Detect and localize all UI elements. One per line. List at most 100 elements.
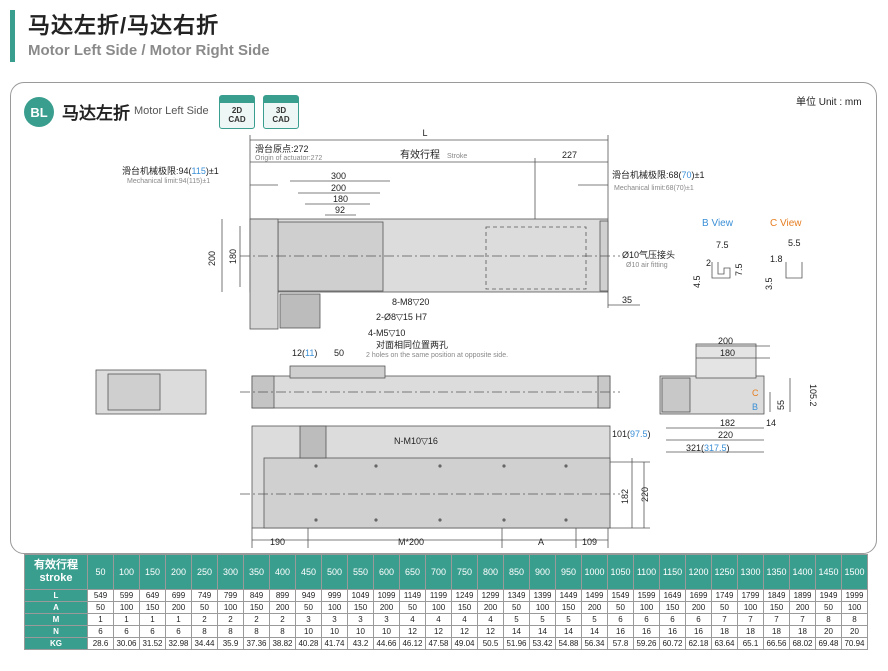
spec-cell: 7 <box>763 613 790 626</box>
spec-cell: 70.94 <box>841 637 868 650</box>
dim-e321a: 321( <box>686 443 704 453</box>
cad-3d-label: 3D <box>275 106 287 115</box>
stroke-cell: 800 <box>477 554 504 590</box>
dim-e101c: ) <box>648 429 651 439</box>
spec-header-en: stroke <box>39 572 73 584</box>
stroke-cell: 50 <box>87 554 114 590</box>
dim-f182: 182 <box>620 489 630 504</box>
stroke-cell: 450 <box>295 554 322 590</box>
spec-cell: 49.04 <box>451 637 478 650</box>
spec-row-label: M <box>24 613 88 626</box>
spec-cell: 150 <box>555 601 582 614</box>
spec-cell: 57.8 <box>607 637 634 650</box>
spec-cell: 1449 <box>555 589 582 602</box>
stroke-cell: 1100 <box>633 554 660 590</box>
spec-cell: 150 <box>451 601 478 614</box>
spec-cell: 14 <box>581 625 608 638</box>
mounting-holes <box>314 464 568 522</box>
air-fitting-en: Ø10 air fitting <box>626 262 668 269</box>
dim-f220: 220 <box>640 487 650 502</box>
dim-35: 35 <box>622 295 632 305</box>
spec-cell: 1499 <box>581 589 608 602</box>
c-view-label: C View <box>770 218 802 229</box>
spec-cell: 1 <box>139 613 166 626</box>
spec-cell: 6 <box>633 613 660 626</box>
dim-12c: ) <box>314 348 317 358</box>
spec-cell: 599 <box>113 589 140 602</box>
dim-e321b: 317.5 <box>704 443 727 453</box>
spec-cell: 16 <box>659 625 686 638</box>
spec-cell: 899 <box>269 589 296 602</box>
dim-227: 227 <box>562 150 577 160</box>
stroke-cell: 1500 <box>841 554 868 590</box>
dim-92: 92 <box>335 205 345 215</box>
b-view-label: B View <box>702 218 734 229</box>
spec-cell: 4 <box>451 613 478 626</box>
spec-cell: 150 <box>347 601 374 614</box>
spec-cell: 150 <box>659 601 686 614</box>
spec-cell: 50 <box>87 601 114 614</box>
stroke-cell: 1150 <box>659 554 686 590</box>
spec-cell: 1099 <box>373 589 400 602</box>
slide-end-outline <box>485 226 587 290</box>
technical-drawing: L 滑台原点:272 Origin of actuator:272 有效行程 S… <box>95 128 818 548</box>
spec-cell: 1399 <box>529 589 556 602</box>
spec-cell: 799 <box>217 589 244 602</box>
spec-cell: 60.72 <box>659 637 686 650</box>
stroke-cell: 1400 <box>789 554 816 590</box>
spec-cell: 54.88 <box>555 637 582 650</box>
spec-cell: 200 <box>685 601 712 614</box>
spec-cell: 549 <box>87 589 114 602</box>
dim-200: 200 <box>331 183 346 193</box>
spec-cell: 28.6 <box>87 637 114 650</box>
spec-cell: 100 <box>113 601 140 614</box>
spec-cell: 68.02 <box>789 637 816 650</box>
spec-cell: 37.36 <box>243 637 270 650</box>
spec-cell: 18 <box>711 625 738 638</box>
spec-cell: 16 <box>607 625 634 638</box>
stroke-cell: 1000 <box>581 554 608 590</box>
dim-c35: 3.5 <box>764 277 774 290</box>
spec-cell: 14 <box>529 625 556 638</box>
mech-left-en: Mechanical limit:94(115)±1 <box>127 178 210 185</box>
dim-50: 50 <box>334 348 344 358</box>
stroke-cell: 650 <box>399 554 426 590</box>
spec-cell: 5 <box>555 613 582 626</box>
spec-cell: 6 <box>607 613 634 626</box>
spec-cell: 2 <box>217 613 244 626</box>
stroke-cell: 100 <box>113 554 140 590</box>
stroke-cell: 1450 <box>815 554 842 590</box>
dim-300: 300 <box>331 171 346 181</box>
spec-row-label: L <box>24 589 88 602</box>
dim-f190: 190 <box>270 537 285 547</box>
spec-cell: 46.12 <box>399 637 426 650</box>
stroke-cell: 150 <box>139 554 166 590</box>
spec-cell: 50 <box>295 601 322 614</box>
stroke-cell: 700 <box>425 554 452 590</box>
stroke-cell: 500 <box>321 554 348 590</box>
spec-cell: 43.2 <box>347 637 374 650</box>
label-c: C <box>752 388 759 398</box>
model-badge: BL <box>24 97 54 127</box>
spec-cell: 849 <box>243 589 270 602</box>
spec-cell: 7 <box>737 613 764 626</box>
spec-cell: 40.28 <box>295 637 322 650</box>
dim-c55: 5.5 <box>788 238 801 248</box>
spec-cell: 12 <box>477 625 504 638</box>
dim-e14: 14 <box>766 418 776 428</box>
spec-cell: 5 <box>581 613 608 626</box>
spec-cell: 41.74 <box>321 637 348 650</box>
dim-e182: 182 <box>720 418 735 428</box>
opposite-holes: 对面相同位置两孔 <box>376 339 448 350</box>
spec-cell: 150 <box>243 601 270 614</box>
n-m10-label: N-M10▽16 <box>394 436 438 446</box>
spec-cell: 12 <box>451 625 478 638</box>
page-title: 马达左折/马达右折 <box>28 13 220 38</box>
spec-cell: 1149 <box>399 589 426 602</box>
model-title: 马达左折 <box>62 104 130 123</box>
dim-c18: 1.8 <box>770 254 783 264</box>
spec-cell: 1649 <box>659 589 686 602</box>
spec-cell: 31.52 <box>139 637 166 650</box>
